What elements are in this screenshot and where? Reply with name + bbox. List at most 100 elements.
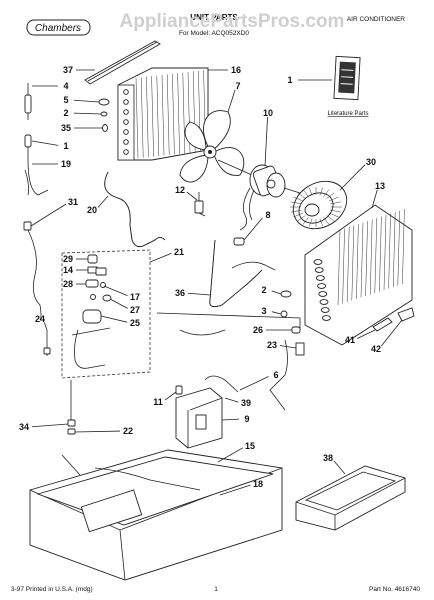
leader-line-38 — [333, 460, 346, 475]
refrigerant-tubing — [104, 171, 301, 411]
footer-page-number: 1 — [214, 586, 218, 593]
callout-15: 15 — [245, 441, 255, 451]
leader-line-42 — [381, 319, 403, 347]
callout-24: 24 — [35, 314, 45, 324]
callout-29: 29 — [63, 254, 73, 264]
callout-42: 42 — [371, 344, 381, 354]
leader-lines — [30, 69, 403, 496]
leader-line-2 — [271, 290, 282, 295]
callout-38: 38 — [323, 453, 333, 463]
leader-line-34 — [31, 423, 69, 428]
footer-part-number: Part No. 4616740 — [369, 586, 420, 593]
leader-line-23 — [279, 345, 297, 349]
compressor-bracket — [175, 375, 239, 449]
drain-tray — [295, 465, 406, 531]
clip-parts — [24, 98, 110, 196]
leader-line-39 — [224, 397, 239, 403]
model-line: For Model: ACQ052XD0 — [179, 30, 249, 37]
callout-25: 25 — [130, 318, 140, 328]
callout-39: 39 — [241, 398, 251, 408]
leader-line-8 — [243, 217, 263, 241]
callout-17: 17 — [130, 292, 140, 302]
top-mounting-bar — [84, 40, 161, 85]
blower-wheel — [290, 180, 348, 230]
callout-20: 20 — [87, 205, 97, 215]
callout-31: 31 — [68, 197, 78, 207]
callout-26: 26 — [253, 325, 263, 335]
literature-parts-label: Literature Parts — [327, 111, 368, 117]
callout-8: 8 — [265, 210, 270, 220]
callout-41: 41 — [345, 335, 355, 345]
callout-3: 3 — [261, 306, 266, 316]
leader-line-27 — [109, 298, 128, 309]
callout-2: 2 — [63, 108, 68, 118]
leader-line-41 — [357, 329, 376, 339]
footer-print-info: 3-97 Printed in U.S.A. (mdg) — [11, 586, 93, 593]
leader-line-24 — [43, 322, 48, 331]
callout-30: 30 — [366, 157, 376, 167]
condenser-coil — [304, 204, 413, 346]
callout-36: 36 — [175, 288, 185, 298]
callout-9: 9 — [244, 414, 249, 424]
leader-line-30 — [339, 164, 366, 191]
literature-parts: Literature Parts — [327, 55, 369, 117]
leader-line-5 — [73, 99, 100, 103]
screw-small — [175, 385, 183, 395]
callout-12: 12 — [175, 185, 185, 195]
callout-10: 10 — [263, 108, 273, 118]
callout-27: 27 — [130, 305, 140, 315]
page-title: UNIT PARTS — [190, 13, 238, 22]
leader-line-2 — [73, 112, 102, 115]
callout-7: 7 — [235, 81, 240, 91]
leader-line-7 — [227, 89, 236, 113]
callout-11: 11 — [153, 397, 163, 407]
callout-37: 37 — [63, 65, 73, 75]
leader-line-18 — [219, 484, 251, 496]
callout-34: 34 — [19, 422, 29, 432]
callout-21: 21 — [174, 247, 184, 257]
base-pan — [29, 449, 283, 581]
leader-line-13 — [371, 189, 378, 209]
leader-line-12 — [186, 191, 198, 201]
clips-and-brackets — [280, 290, 415, 356]
leader-line-20 — [97, 195, 109, 208]
leader-line-15 — [217, 447, 244, 463]
watermark: AppliancePartsPros.com — [120, 11, 345, 32]
leader-line-10 — [264, 116, 268, 167]
callout-18: 18 — [253, 479, 263, 489]
power-cord — [23, 221, 42, 321]
leader-line-31 — [30, 203, 67, 227]
callout-22: 22 — [123, 426, 133, 436]
leader-line-17 — [103, 285, 128, 297]
category-label: AIR CONDITIONER — [347, 16, 405, 23]
brand-logo: Chambers — [26, 19, 91, 36]
brand-logo-text: Chambers — [35, 23, 81, 34]
callout-16: 16 — [231, 65, 241, 75]
left-screws — [43, 330, 76, 435]
leader-line-36 — [187, 292, 211, 296]
compressor-subassembly — [61, 249, 151, 379]
callout-2: 2 — [261, 285, 266, 295]
leader-line-6 — [239, 376, 269, 391]
callout-4: 4 — [63, 81, 68, 91]
leader-line-21 — [149, 252, 172, 263]
leader-line-25 — [100, 315, 128, 323]
callout-5: 5 — [63, 95, 68, 105]
leader-line-9 — [221, 418, 240, 421]
callout-28: 28 — [63, 279, 73, 289]
callout-14: 14 — [63, 265, 73, 275]
callout-1: 1 — [287, 75, 292, 85]
leader-line-22 — [74, 430, 121, 433]
callout-19: 19 — [61, 159, 71, 169]
leader-line-11 — [164, 391, 177, 401]
thermostat-bulb — [24, 83, 32, 120]
callout-13: 13 — [375, 181, 385, 191]
leader-line-1 — [31, 140, 59, 146]
fan-motor — [217, 159, 301, 231]
callout-35: 35 — [61, 123, 71, 133]
thermistor-connector — [194, 192, 206, 217]
callout-6: 6 — [273, 370, 278, 380]
leader-line-3 — [271, 311, 282, 315]
